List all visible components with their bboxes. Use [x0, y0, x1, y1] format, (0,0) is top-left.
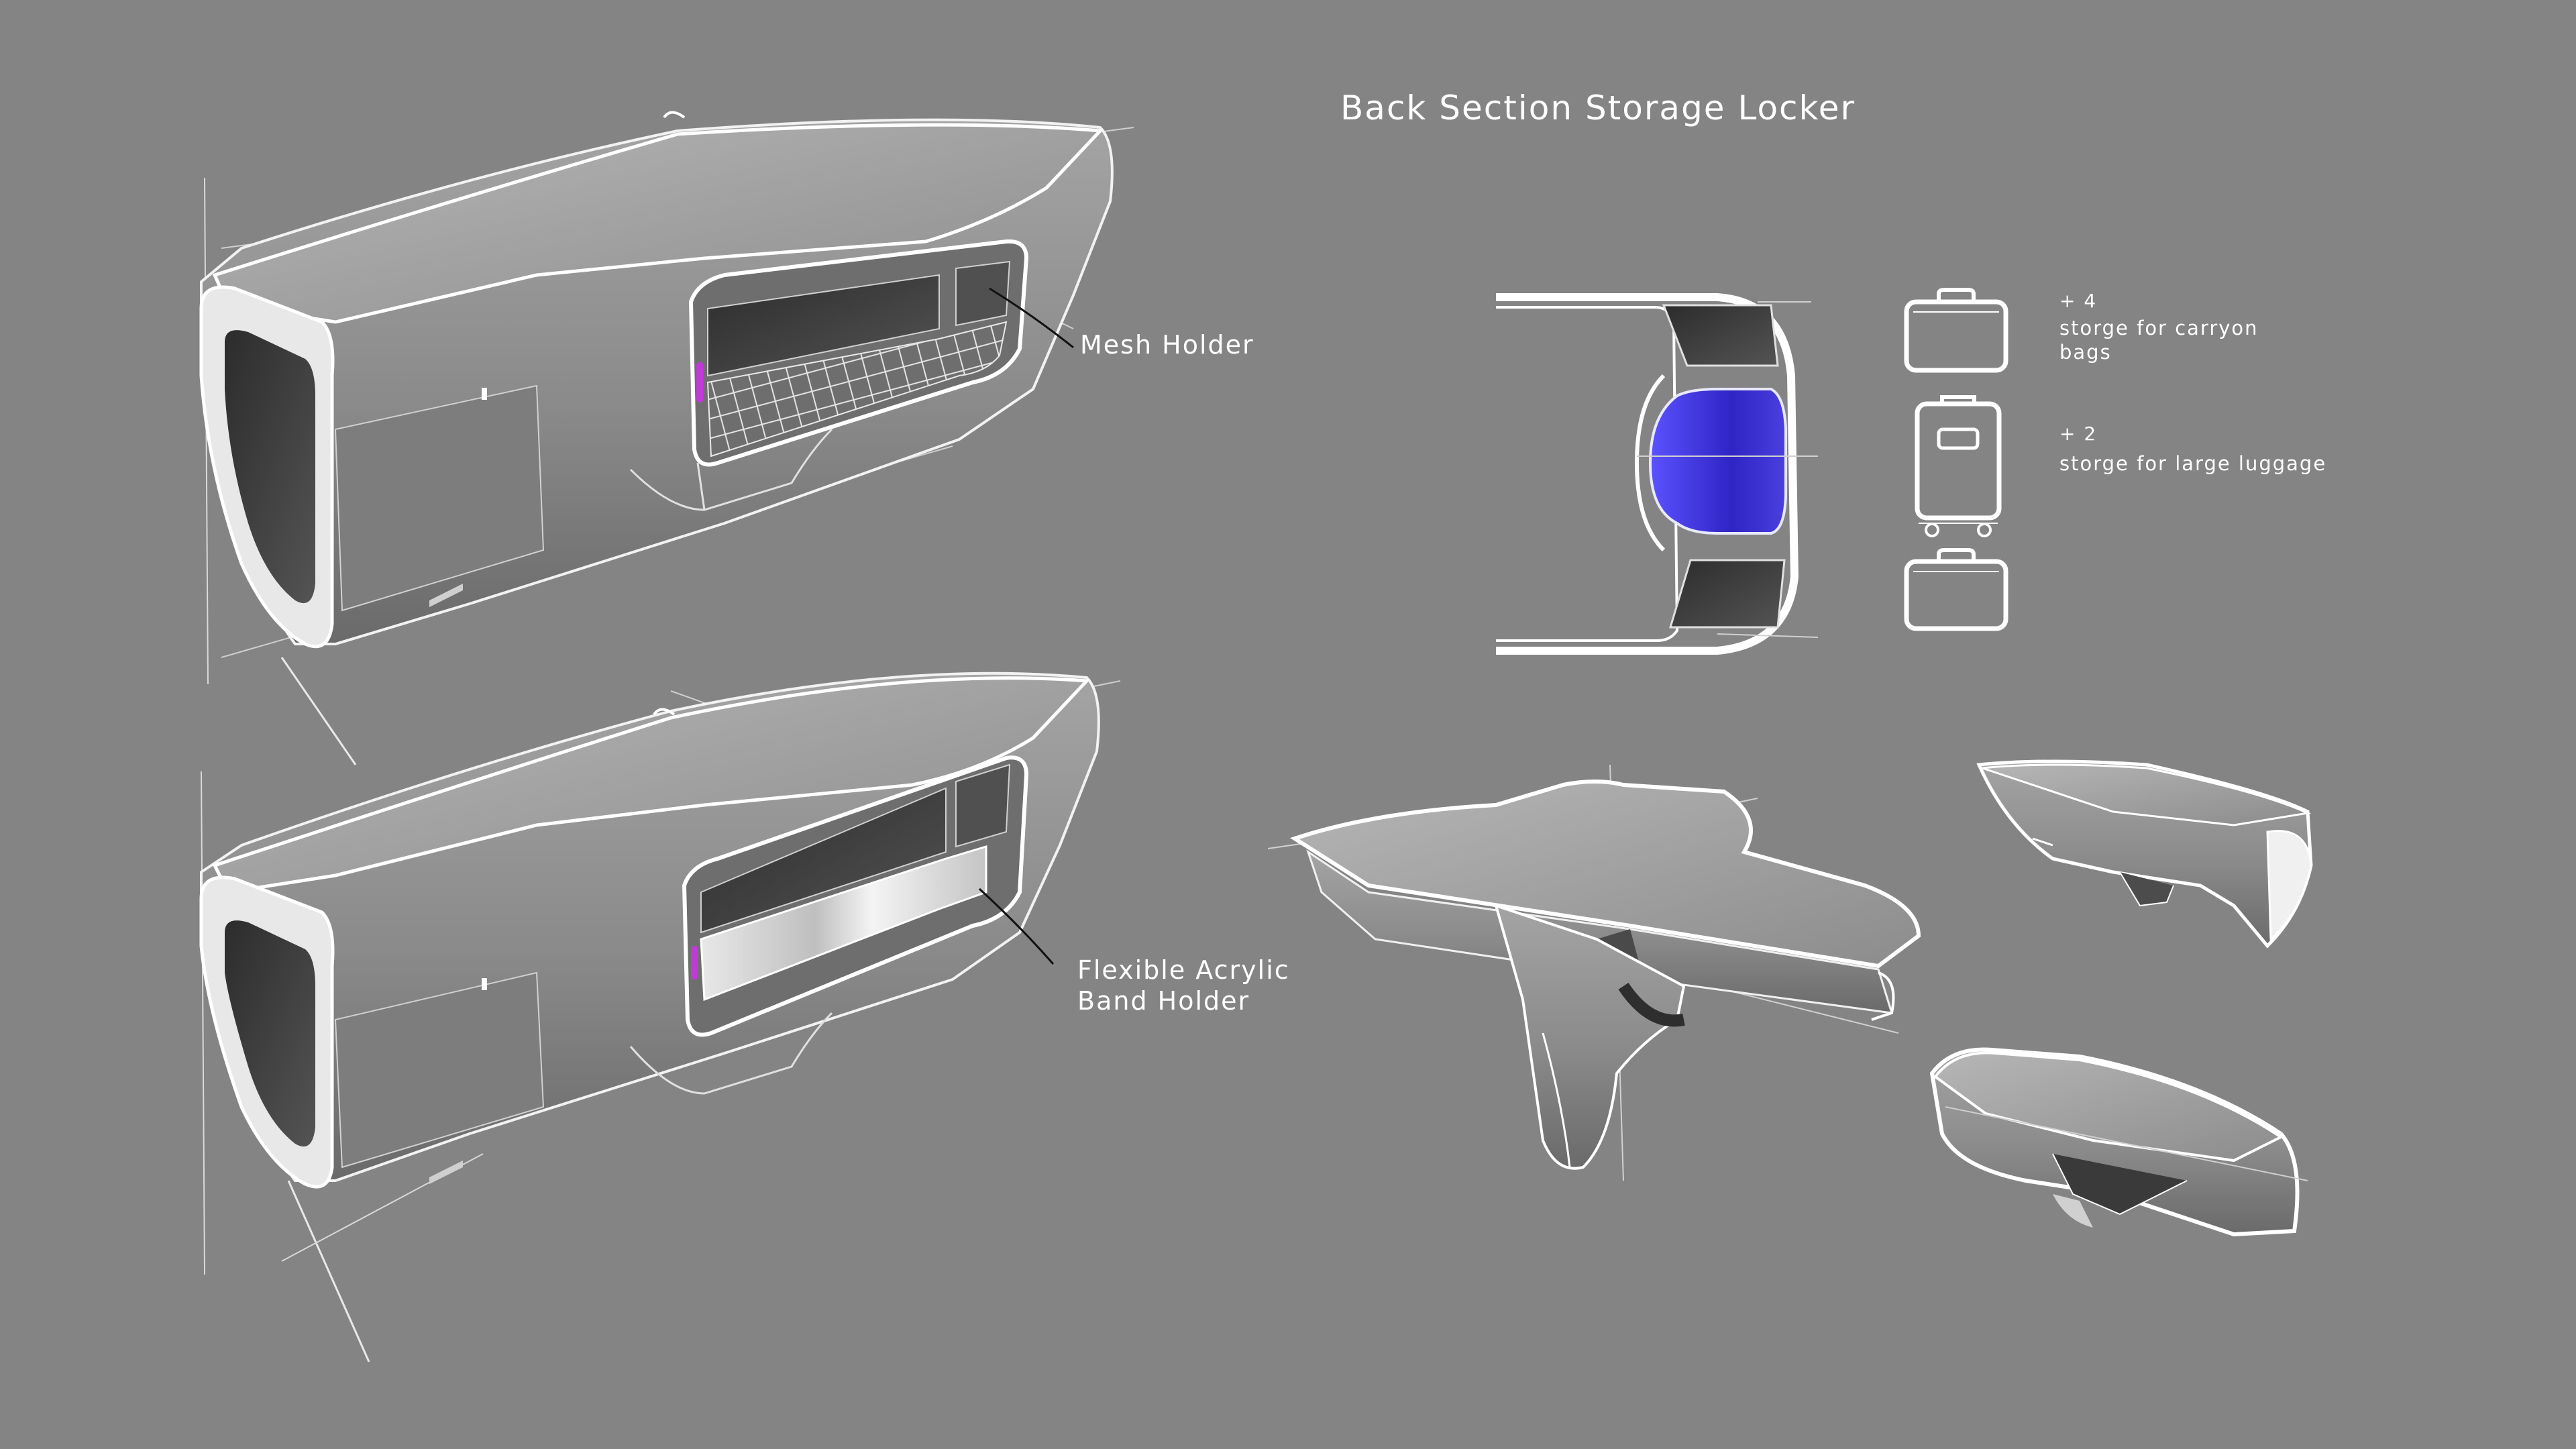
- locker-sketch-acrylic: [199, 672, 1121, 1362]
- acrylic-band-label-line2: Band Holder: [1077, 986, 1250, 1016]
- carryon-bag-icon: [1904, 548, 2008, 631]
- luggage-count: + 2: [2059, 423, 2098, 445]
- large-luggage-icon: [1915, 395, 2002, 537]
- locker-sketch-mesh: [199, 111, 1134, 765]
- acrylic-callout-line: [978, 888, 1055, 965]
- mesh-holder-label: Mesh Holder: [1080, 330, 1254, 360]
- locker-perspective-tshape: [1267, 764, 1921, 1181]
- mesh-callout-line: [989, 287, 1074, 349]
- locker-perspective-small-bottom: [1929, 1047, 2308, 1237]
- carryon-bag-icon: [1904, 288, 2008, 373]
- luggage-capacity: + 2 storge for large luggage: [2059, 423, 2326, 476]
- acrylic-band-label-line1: Flexible Acrylic: [1077, 955, 1290, 985]
- carryon-text-line1: storge for carryon: [2059, 317, 2259, 339]
- carryon-count: + 4: [2059, 290, 2098, 312]
- carryon-capacity: + 4 storge for carryon bags: [2059, 290, 2259, 364]
- locker-top-view: [1496, 293, 1819, 655]
- acrylic-band-label: Flexible Acrylic Band Holder: [1077, 955, 1290, 1016]
- page-title: Back Section Storage Locker: [1340, 89, 1856, 127]
- carryon-text-line2: bags: [2059, 341, 2112, 364]
- luggage-text-line1: storge for large luggage: [2059, 452, 2327, 475]
- locker-perspective-small-top: [1976, 759, 2313, 949]
